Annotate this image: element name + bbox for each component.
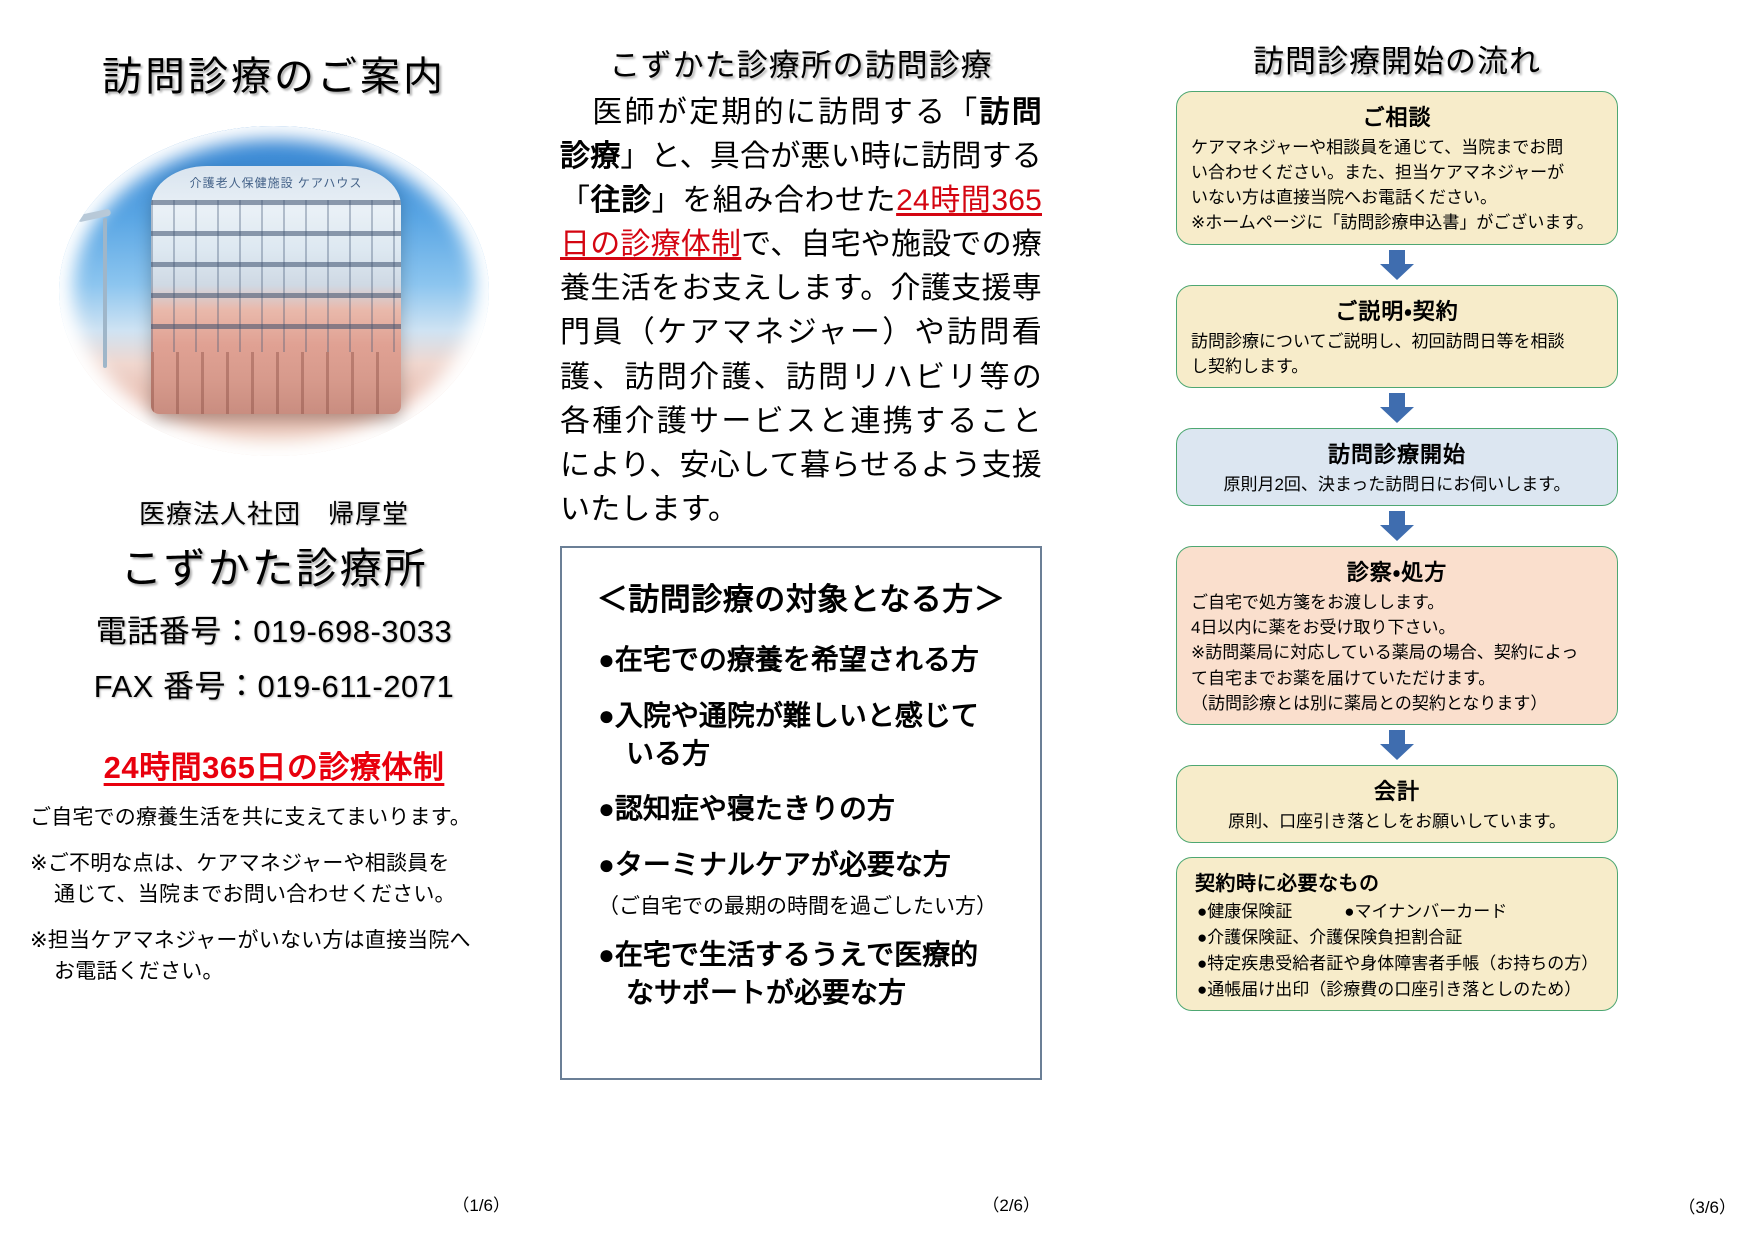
clinic-name: こずかた診療所 [120, 545, 428, 592]
eligibility-item: ●認知症や寝たきりの方 [580, 790, 1022, 828]
telephone-line: 電話番号：019-698-3033 [95, 614, 453, 649]
arrow-down-icon [1380, 392, 1414, 423]
body-segment-4: で、自宅や施設での療養生活をお支えします。介護支援専門員（ケアマネジャー）や訪問… [560, 228, 1043, 526]
column-right: 訪問診療開始の流れ ご相談 ケアマネジャーや相談員を通じて、当院までお問 い合わ… [1048, 0, 1754, 1240]
eligibility-item-text: ●認知症や寝たきりの方 [598, 793, 895, 825]
flow-step-title: ご説明・契約 [1335, 298, 1459, 324]
eligibility-item-subtext: （ご自宅での最期の時間を過ごしたい方） [598, 894, 997, 918]
arrow-down-icon [1380, 729, 1414, 760]
eligibility-item-continuation: なサポートが必要な方 [626, 976, 907, 1008]
eligibility-box-title: ＜訪問診療の対象となる方＞ [596, 581, 1006, 617]
flow-step-body: 原則月2回、決まった訪問日にお伺いします。 [1191, 472, 1603, 497]
clinic-building-photo: 介護老人保健施設 ケアハウス [59, 126, 489, 456]
flow-line: いない方は直接当院へお電話ください。 [1191, 188, 1497, 208]
required-document-item: ●特定疾患受給者証や身体障害者手帳（お持ちの方） [1197, 953, 1599, 973]
eligibility-box: ＜訪問診療の対象となる方＞ ●在宅での療養を希望される方 ●入院や通院が難しいと… [560, 545, 1042, 1080]
page-number-middle: （2/6） [982, 1196, 1040, 1215]
flow-line: 4日以内に薬をお受け取り下さい。 [1191, 618, 1456, 638]
body-red-underline-hours: 24時間365日の診療体制 [560, 184, 1042, 262]
body-bold-homecare: 訪問診療 [560, 96, 1042, 174]
flow-line: 訪問診療についてご説明し、初回訪問日等を相談 [1191, 331, 1565, 351]
flow-line: ※ホームページに「訪問診療申込書」がございます。 [1191, 213, 1594, 233]
flow-line: 原則、口座引き落としをお願いしています。 [1228, 811, 1566, 831]
required-documents-box: 契約時に必要なもの ●健康保険証 ●マイナンバーカード ●介護保険証、介護保険負… [1176, 857, 1618, 1012]
eligibility-item-text: ●在宅で生活するうえで医療的 [598, 938, 979, 970]
flow-step-body: 訪問診療についてご説明し、初回訪問日等を相談 し契約します。 [1191, 329, 1603, 379]
middle-heading: こずかた診療所の訪問診療 [609, 48, 993, 83]
building-shape: 介護老人保健施設 ケアハウス [151, 166, 401, 414]
eligibility-item: ●入院や通院が難しいと感じて いる方 [580, 697, 1022, 773]
clinic-photo: 介護老人保健施設 ケアハウス [59, 126, 489, 456]
flow-line: ご自宅で処方箋をお渡しします。 [1191, 593, 1445, 613]
note2-line1: ※担当ケアマネジャーがいない方は直接当院へ [30, 929, 471, 953]
body-segment-3: 」を組み合わせた [651, 184, 897, 218]
flow-step-title: 診察・処方 [1346, 560, 1448, 586]
building-sign-label: 介護老人保健施設 ケアハウス [189, 176, 363, 190]
flow-step-body: ケアマネジャーや相談員を通じて、当院までお問 い合わせください。また、担当ケアマ… [1191, 135, 1603, 236]
organization-name: 医療法人社団 帰厚堂 [138, 499, 409, 529]
required-documents-title: 契約時に必要なもの [1195, 873, 1380, 896]
column-left: 訪問診療のご案内 介護老人保健施設 ケアハウス 医療法人社団 帰厚堂 こずかた診… [0, 0, 548, 1240]
eligibility-item: ●在宅で生活するうえで医療的 なサポートが必要な方 [580, 936, 1022, 1012]
flow-step-start-homecare: 訪問診療開始 原則月2回、決まった訪問日にお伺いします。 [1176, 427, 1618, 507]
eligibility-item-text: ●入院や通院が難しいと感じて [598, 699, 979, 731]
service-hours-banner: 24時間365日の診療体制 [103, 750, 445, 785]
note1-line1: ※ご不明な点は、ケアマネジャーや相談員を [30, 852, 450, 876]
flow-step-title: 訪問診療開始 [1327, 441, 1466, 467]
flow-line: し契約します。 [1191, 356, 1309, 376]
fax-line: FAX 番号：019-611-2071 [93, 669, 455, 704]
body-bold-housecall: 往診 [590, 184, 652, 218]
required-documents-row: ●健康保険証 ●マイナンバーカード [1191, 899, 1603, 925]
page-title: 訪問診療のご案内 [102, 55, 446, 99]
flow-line: ケアマネジャーや相談員を通じて、当院までお問 [1191, 138, 1564, 157]
flow-line: 原則月2回、決まった訪問日にお伺いします。 [1223, 474, 1571, 494]
flow-step-title: ご相談 [1362, 105, 1432, 130]
street-lamp [103, 218, 107, 368]
body-segment-2: 」と、具合が悪い時に訪問する「 [560, 140, 1043, 218]
column-middle: こずかた診療所の訪問診療 医師が定期的に訪問する「訪問診療」と、具合が悪い時に訪… [548, 0, 1048, 1240]
body-segment-1: 医師が定期的に訪問する「 [560, 96, 980, 129]
eligibility-item: ●ターミナルケアが必要な方 [580, 846, 1022, 884]
flow-line: い合わせください。また、担当ケアマネジャーが [1191, 163, 1565, 183]
required-document-item: ●介護保険証、介護保険負担割合証 [1197, 927, 1463, 947]
required-document-item: ●通帳届け出印（診療費の口座引き落としのため） [1197, 979, 1582, 999]
required-document-item: ●健康保険証 [1197, 902, 1293, 922]
flow-line: て自宅までお薬を届けていただけます。 [1191, 668, 1496, 688]
eligibility-item-continuation: いる方 [626, 737, 711, 769]
required-document-item: ●マイナンバーカード [1344, 902, 1508, 922]
note-contact-via-caremanager: ※ご不明な点は、ケアマネジャーや相談員を 通じて、当院までお問い合わせください。 [30, 849, 518, 910]
eligibility-item: ●在宅での療養を希望される方 [580, 641, 1022, 679]
flow-step-body: 原則、口座引き落としをお願いしています。 [1191, 809, 1603, 834]
eligibility-item-text: ●ターミナルケアが必要な方 [598, 849, 951, 881]
support-statement: ご自宅での療養生活を共に支えてまいります。 [30, 806, 471, 829]
note1-line2: 通じて、当院までお問い合わせください。 [54, 882, 456, 906]
arrow-down-icon [1380, 249, 1414, 280]
flow-step-consultation: ご相談 ケアマネジャーや相談員を通じて、当院までお問 い合わせください。また、担… [1176, 91, 1618, 245]
flow-step-exam-prescription: 診察・処方 ご自宅で処方箋をお渡しします。 4日以内に薬をお受け取り下さい。 ※… [1176, 546, 1618, 725]
flow-step-body: ご自宅で処方箋をお渡しします。 4日以内に薬をお受け取り下さい。 ※訪問薬局に対… [1191, 590, 1603, 716]
flow-heading: 訪問診療開始の流れ [1253, 44, 1541, 79]
note2-line2: お電話ください。 [54, 959, 224, 983]
flow-line: （訪問診療とは別に薬局との契約となります） [1191, 693, 1548, 713]
page-number-right: （3/6） [1678, 1198, 1736, 1217]
note-no-caremanager: ※担当ケアマネジャーがいない方は直接当院へ お電話ください。 [30, 926, 518, 987]
flow-step-payment: 会計 原則、口座引き落としをお願いしています。 [1176, 764, 1618, 844]
eligibility-item-text: ●在宅での療養を希望される方 [598, 643, 979, 675]
page-number-left: （1/6） [452, 1196, 510, 1215]
flow-line: ※訪問薬局に対応している薬局の場合、契約によっ [1191, 643, 1579, 663]
flow-step-title: 会計 [1373, 778, 1420, 804]
flow-step-explanation-contract: ご説明・契約 訪問診療についてご説明し、初回訪問日等を相談 し契約します。 [1176, 284, 1618, 388]
middle-body-paragraph: 医師が定期的に訪問する「訪問診療」と、具合が悪い時に訪問する「往診」を組み合わせ… [560, 91, 1042, 532]
arrow-down-icon [1380, 511, 1414, 542]
